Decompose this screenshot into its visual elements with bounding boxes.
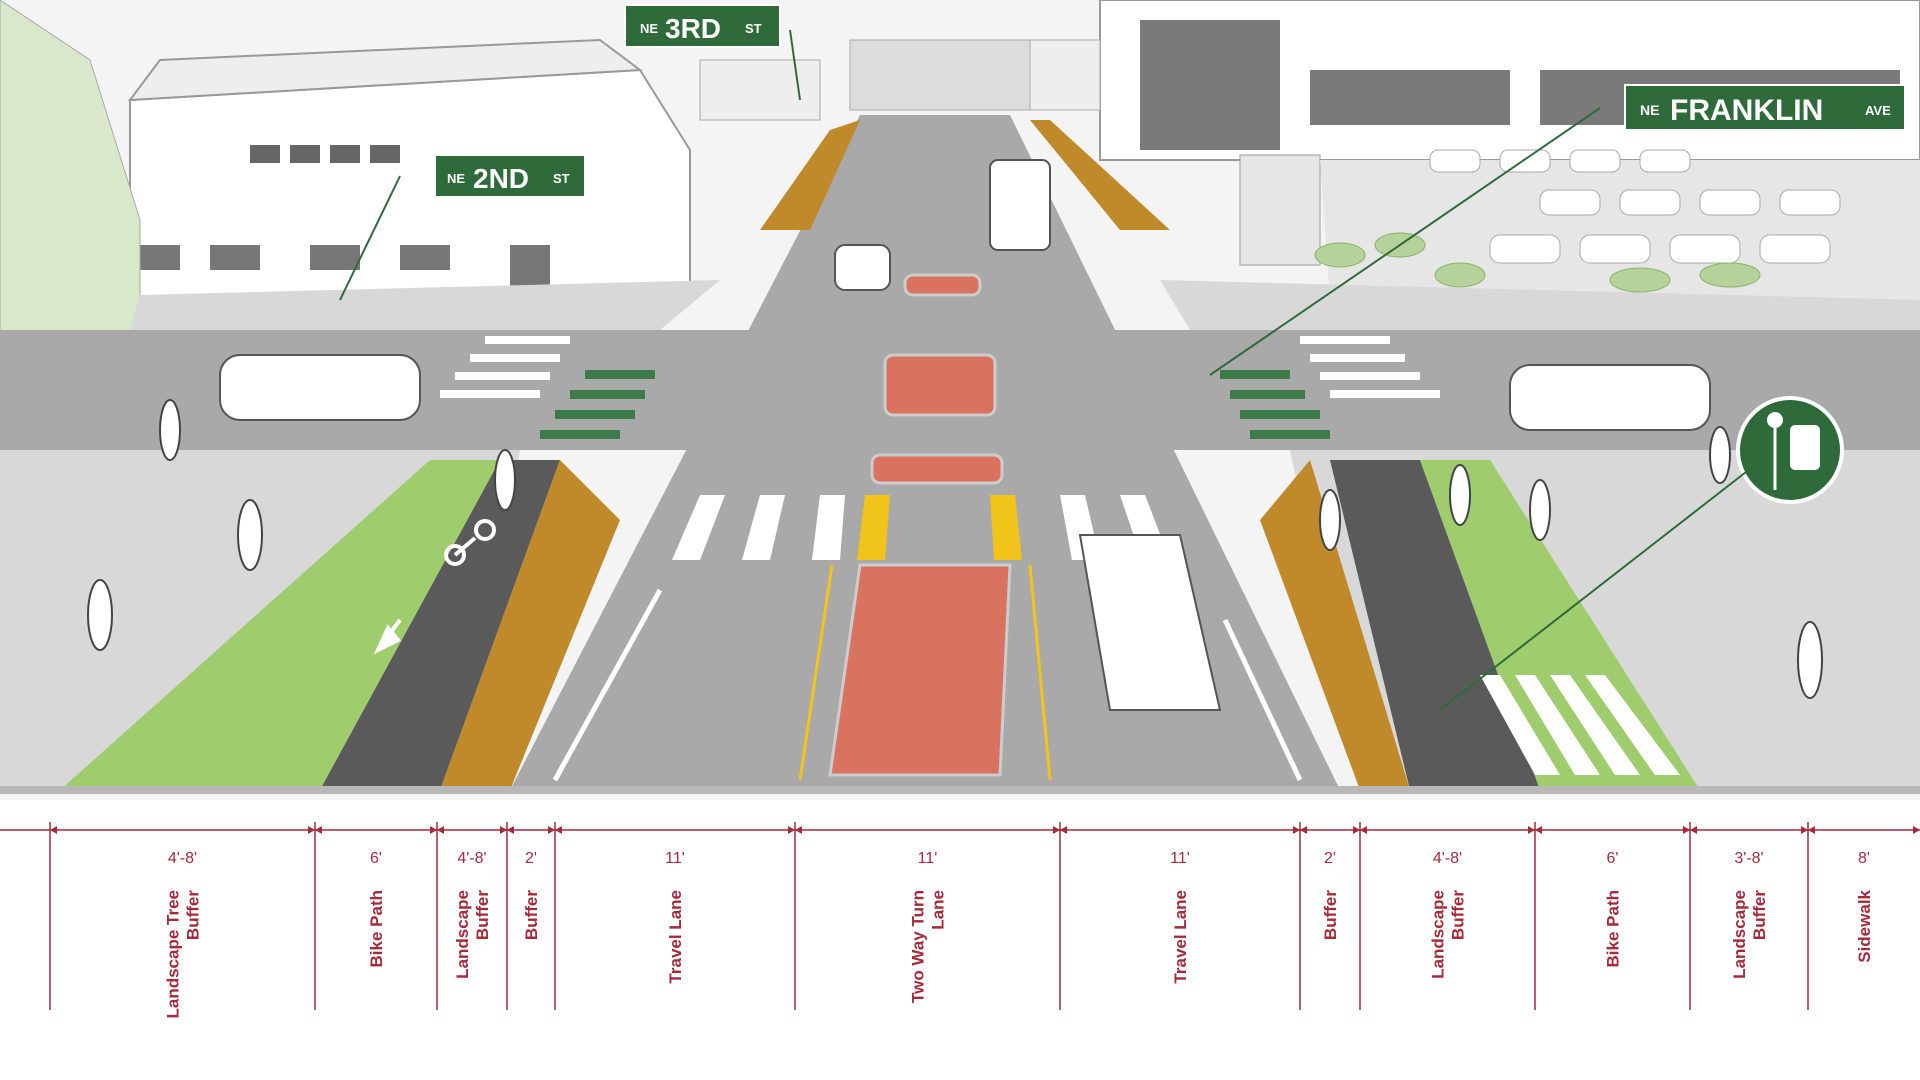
dimension-arrow <box>1801 826 1808 834</box>
dimension-arrow <box>437 826 444 834</box>
dimension-arrow <box>555 826 562 834</box>
segment-label-12: Sidewalk <box>1855 889 1874 962</box>
segment-width-10: 6' <box>1607 850 1619 867</box>
dimension-arrow <box>500 826 507 834</box>
segment-width-5: 11' <box>665 850 685 867</box>
segment-width-6: 11' <box>918 850 938 867</box>
landscape-buffer-far-right <box>1030 120 1170 230</box>
svg-text:ST: ST <box>745 21 762 36</box>
dimension-arrow <box>315 826 322 834</box>
dimension-arrow <box>1293 826 1300 834</box>
segment-label-2: Bike Path <box>367 890 386 967</box>
segment-label-5: Travel Lane <box>666 890 685 984</box>
crosswalk-bike-path-right <box>1480 675 1680 775</box>
bike-crossing-right <box>1220 370 1330 439</box>
street-sign-ne-2nd-st: NE 2ND ST <box>339 154 586 301</box>
dimension-arrow <box>1683 826 1690 834</box>
segment-width-2: 6' <box>370 850 382 867</box>
bike-path-left <box>320 460 560 790</box>
segment-width-11: 3'-8' <box>1734 850 1763 867</box>
landscape-tree-buffer-left <box>60 460 500 790</box>
svg-text:NE: NE <box>447 171 465 186</box>
dimension-arrow <box>1535 826 1542 834</box>
dimension-arrow <box>795 826 802 834</box>
dimension-arrow <box>1060 826 1067 834</box>
crosswalk-left <box>440 336 570 398</box>
street-sign-ne-franklin-ave: NE FRANKLIN AVE <box>1209 84 1906 376</box>
dimension-arrow <box>50 826 57 834</box>
lane-markings <box>552 588 1303 782</box>
intersection-perspective-scene: NE 3RD ST NE 2ND ST NE FRANKLIN AVE <box>0 0 1920 800</box>
bike-crossing-left <box>540 370 655 439</box>
two-way-turn-lane <box>798 273 1052 781</box>
bike-path-right <box>1330 460 1540 790</box>
bike-lane-symbol-icon <box>373 519 496 655</box>
crosswalk-right <box>1300 336 1440 398</box>
landscape-buffer-right <box>1260 460 1410 790</box>
segment-label-6: Two Way Turn <box>909 890 928 1003</box>
dimension-arrow <box>1808 826 1815 834</box>
segment-label-6: Lane <box>929 890 948 930</box>
segment-label-11: Landscape <box>1730 890 1749 979</box>
dimension-arrow <box>1053 826 1060 834</box>
sidewalk-back-left <box>130 280 720 330</box>
segment-label-3: Landscape <box>453 890 472 979</box>
vehicles <box>219 159 1711 711</box>
crosswalk-yellow-marks <box>857 495 1022 560</box>
segment-label-9: Buffer <box>1449 890 1468 940</box>
bus-stop-sign-icon <box>1439 396 1844 711</box>
segment-label-7: Travel Lane <box>1171 890 1190 984</box>
distant-street <box>699 39 1101 121</box>
segment-width-3: 4'-8' <box>457 850 486 867</box>
svg-text:NE: NE <box>640 21 658 36</box>
left-building <box>127 38 691 301</box>
dimension-arrow <box>308 826 315 834</box>
street-sign-ne-3rd-st: NE 3RD ST <box>624 4 801 101</box>
segment-label-3: Buffer <box>473 890 492 940</box>
segment-width-9: 4'-8' <box>1433 850 1462 867</box>
segment-width-7: 11' <box>1170 850 1190 867</box>
svg-text:3RD: 3RD <box>665 13 721 44</box>
segment-label-1: Buffer <box>184 890 203 940</box>
dimension-arrow <box>1528 826 1535 834</box>
parking-lot <box>1314 149 1920 300</box>
dimension-arrow <box>1360 826 1367 834</box>
landscape-buffer-right-green <box>1420 460 1700 790</box>
dimension-arrow <box>1913 826 1920 834</box>
dimension-arrow <box>507 826 514 834</box>
dimension-arrow <box>1300 826 1307 834</box>
dimension-arrow <box>1353 826 1360 834</box>
segment-label-10: Bike Path <box>1604 890 1623 967</box>
dimension-arrow <box>430 826 437 834</box>
right-building <box>1099 0 1920 266</box>
segment-label-8: Buffer <box>1321 890 1340 940</box>
dimension-arrow <box>1690 826 1697 834</box>
dimension-arrow <box>788 826 795 834</box>
sidewalk-back-right <box>1160 280 1920 330</box>
svg-text:ST: ST <box>553 171 570 186</box>
pedestrians <box>87 399 1823 699</box>
segment-width-8: 2' <box>1324 850 1336 867</box>
svg-text:AVE: AVE <box>1865 103 1891 118</box>
landscape-buffer-far-left <box>760 120 860 230</box>
segment-width-4: 2' <box>525 850 537 867</box>
svg-text:NE: NE <box>1640 102 1659 118</box>
svg-text:FRANKLIN: FRANKLIN <box>1670 94 1823 127</box>
segment-label-4: Buffer <box>522 890 541 940</box>
segment-width-12: 8' <box>1858 850 1870 867</box>
dimension-arrow <box>548 826 555 834</box>
landscape-buffer-left <box>440 460 620 790</box>
svg-text:2ND: 2ND <box>473 163 529 194</box>
segment-label-1: Landscape Tree <box>164 890 183 1019</box>
segment-label-9: Landscape <box>1429 890 1448 979</box>
segment-width-1: 4'-8' <box>168 850 197 867</box>
segment-label-11: Buffer <box>1750 890 1769 940</box>
